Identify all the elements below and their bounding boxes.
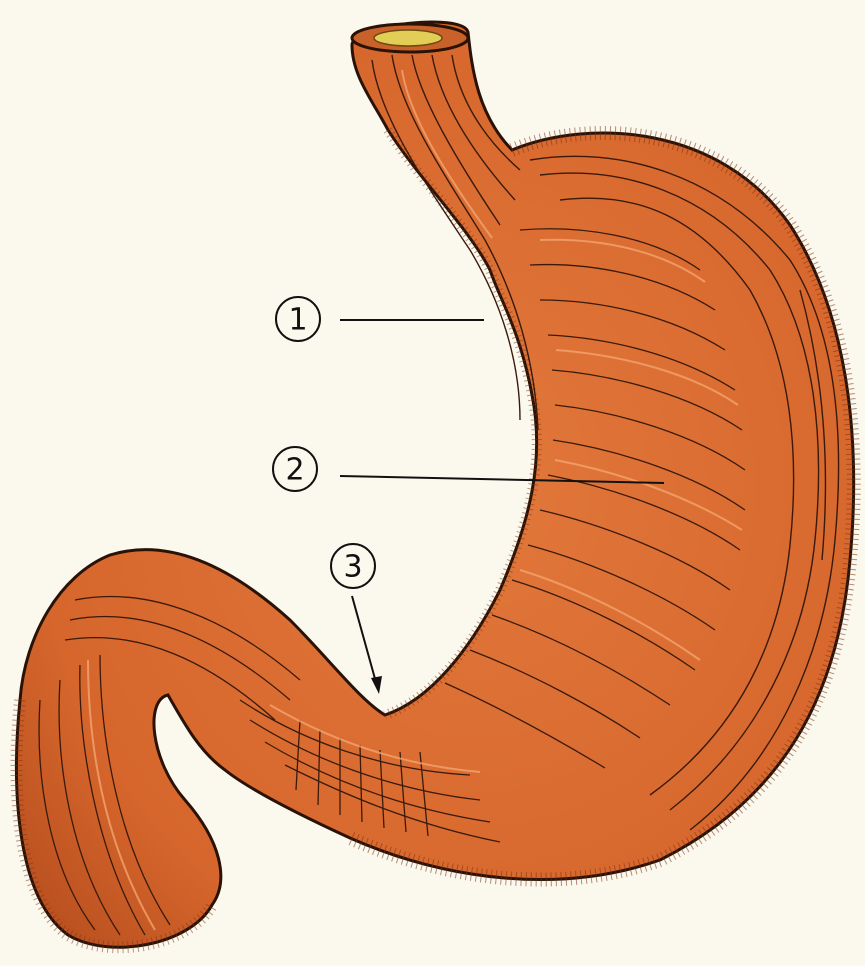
esophagus-lumen	[374, 30, 442, 46]
callout-2-label: 2	[285, 453, 304, 488]
callout-3: 3	[331, 544, 375, 588]
callout-3-leader	[352, 596, 377, 686]
callout-1: 1	[276, 297, 320, 341]
callout-2: 2	[273, 447, 317, 491]
callout-3-label: 3	[343, 550, 362, 585]
callout-3-arrowhead	[371, 676, 382, 694]
callout-1-label: 1	[288, 303, 307, 338]
stomach-silhouette	[16, 22, 853, 947]
